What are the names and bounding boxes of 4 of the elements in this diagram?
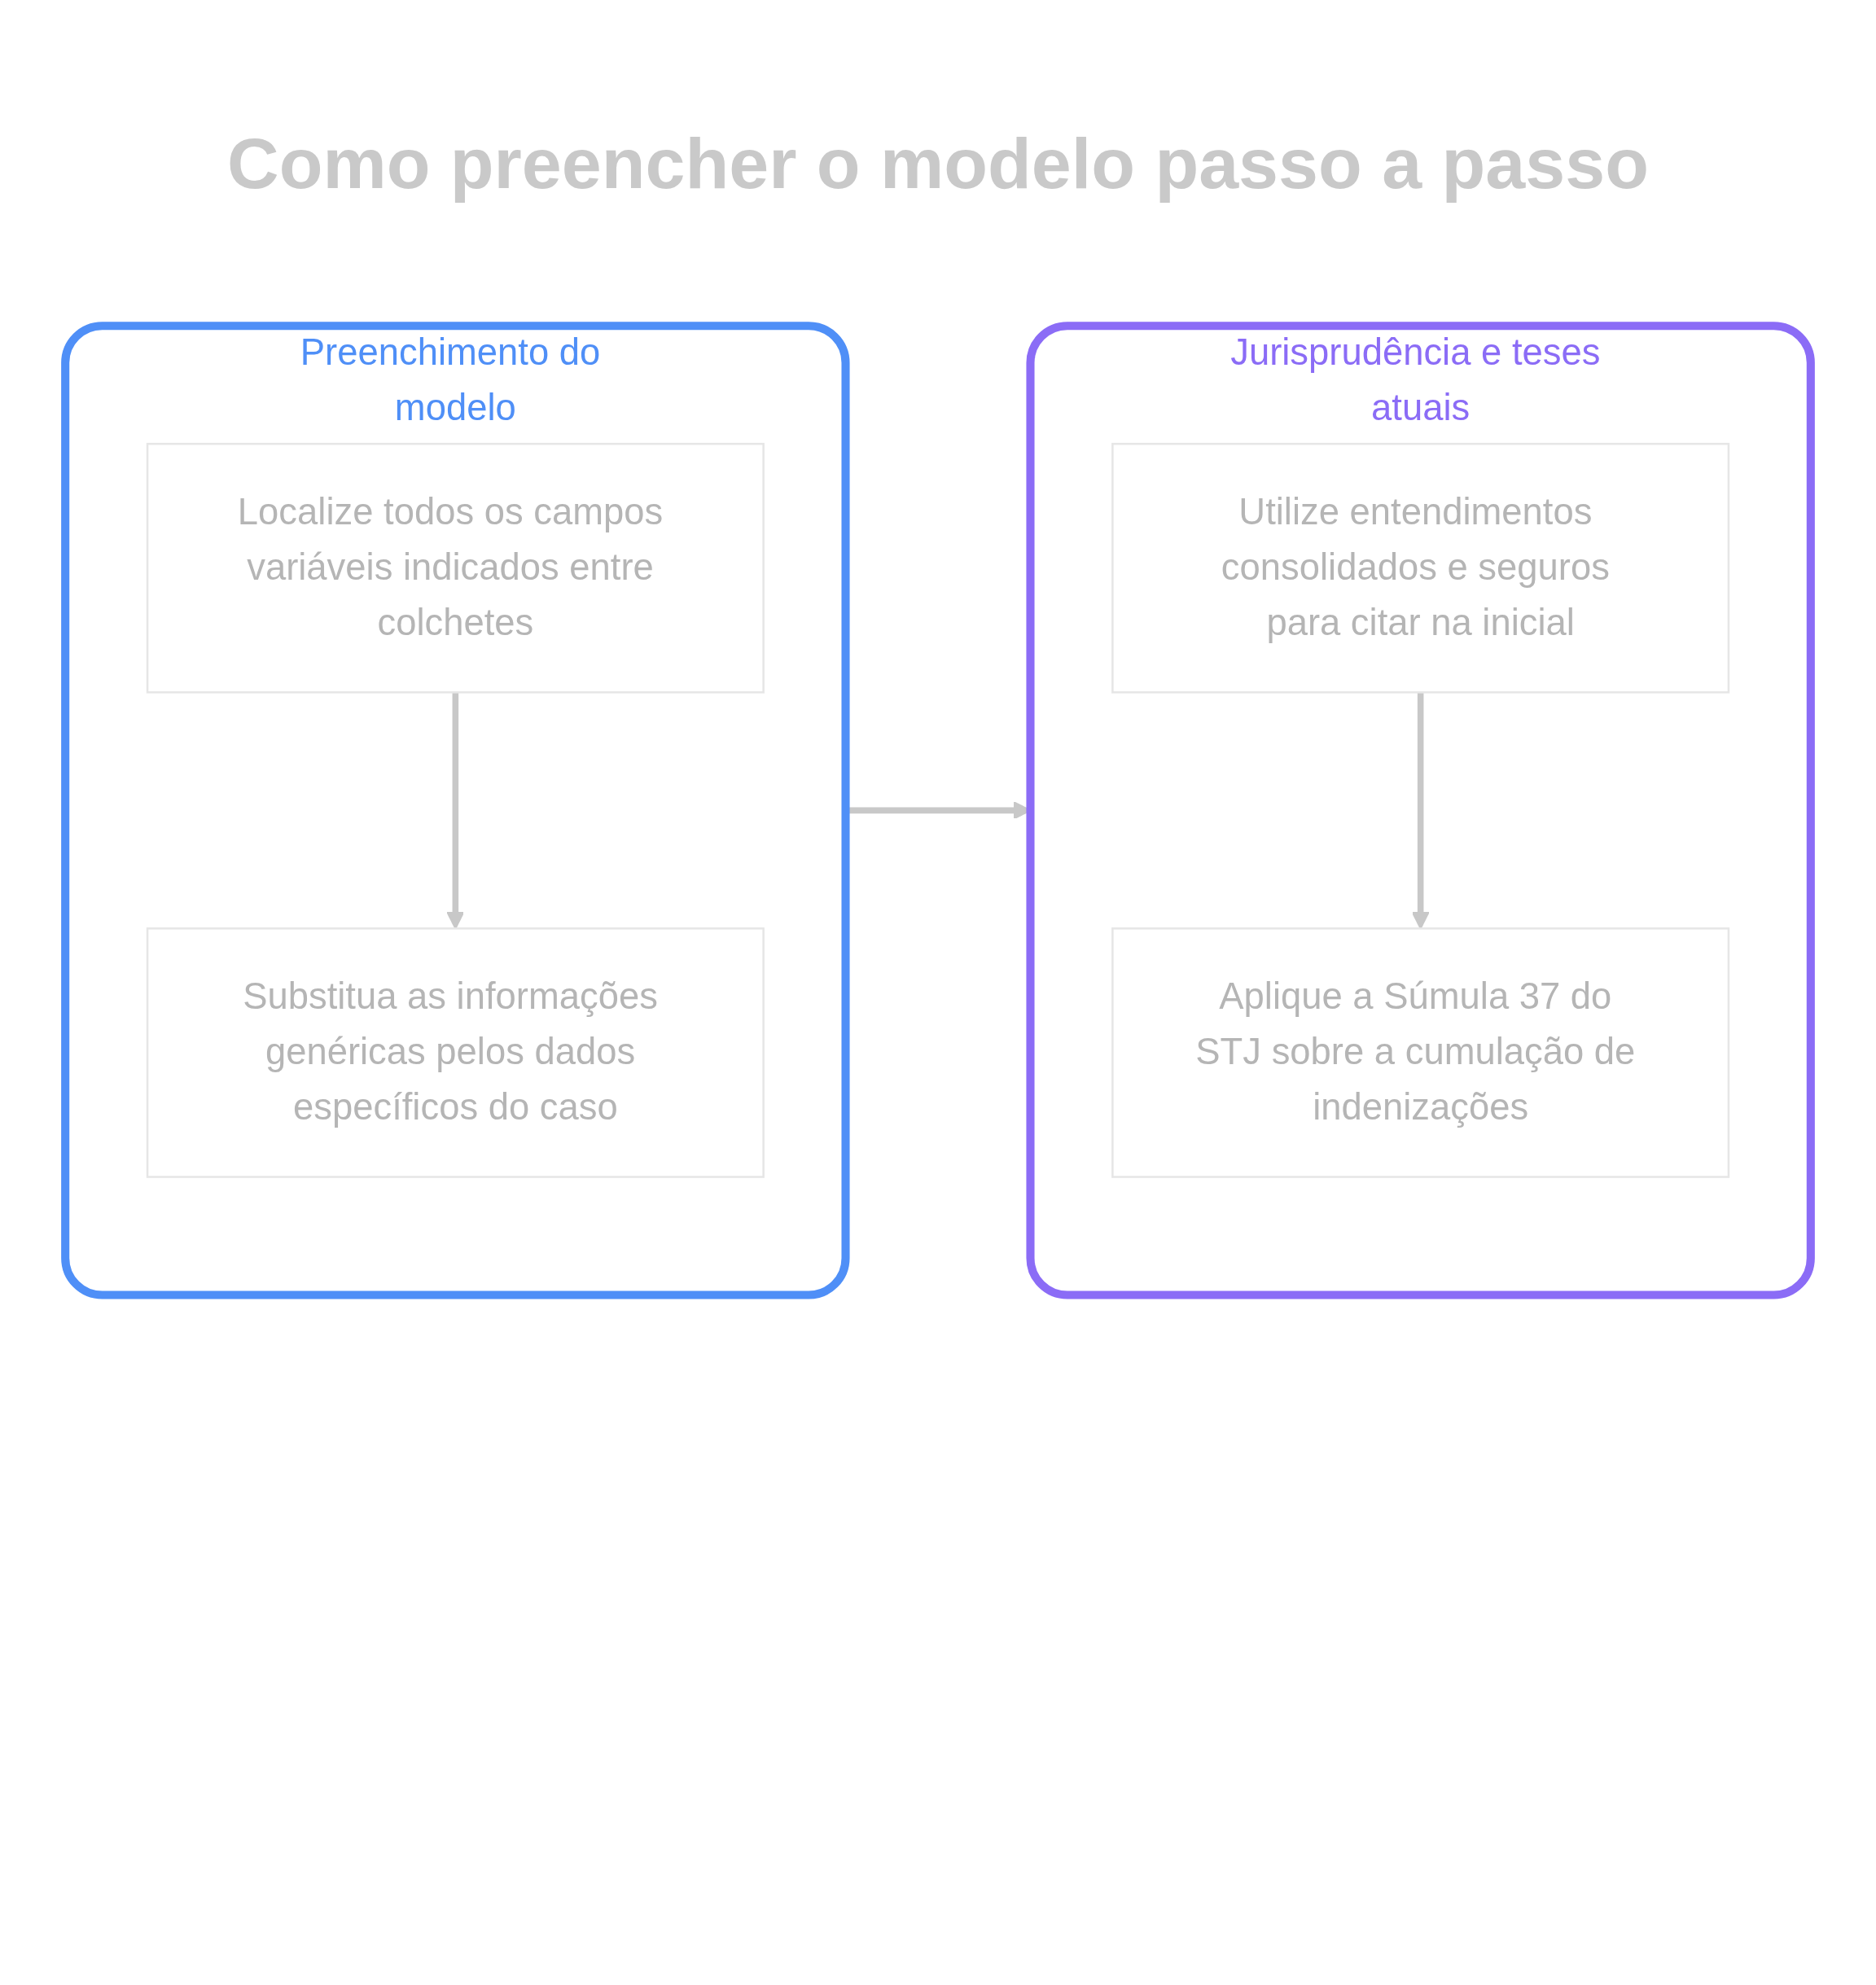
node-box: Aplique a Súmula 37 do STJ sobre a cumulação de indenizações [1111,927,1730,1178]
node-box: Substitua as informações genéricas pelos dados específicos do caso [146,927,765,1178]
node-box: Utilize entendimentos consolidados e seguros para citar na inicial [1111,442,1730,694]
node-box: Localize todos os campos variáveis indicados entre colchetes [146,442,765,694]
